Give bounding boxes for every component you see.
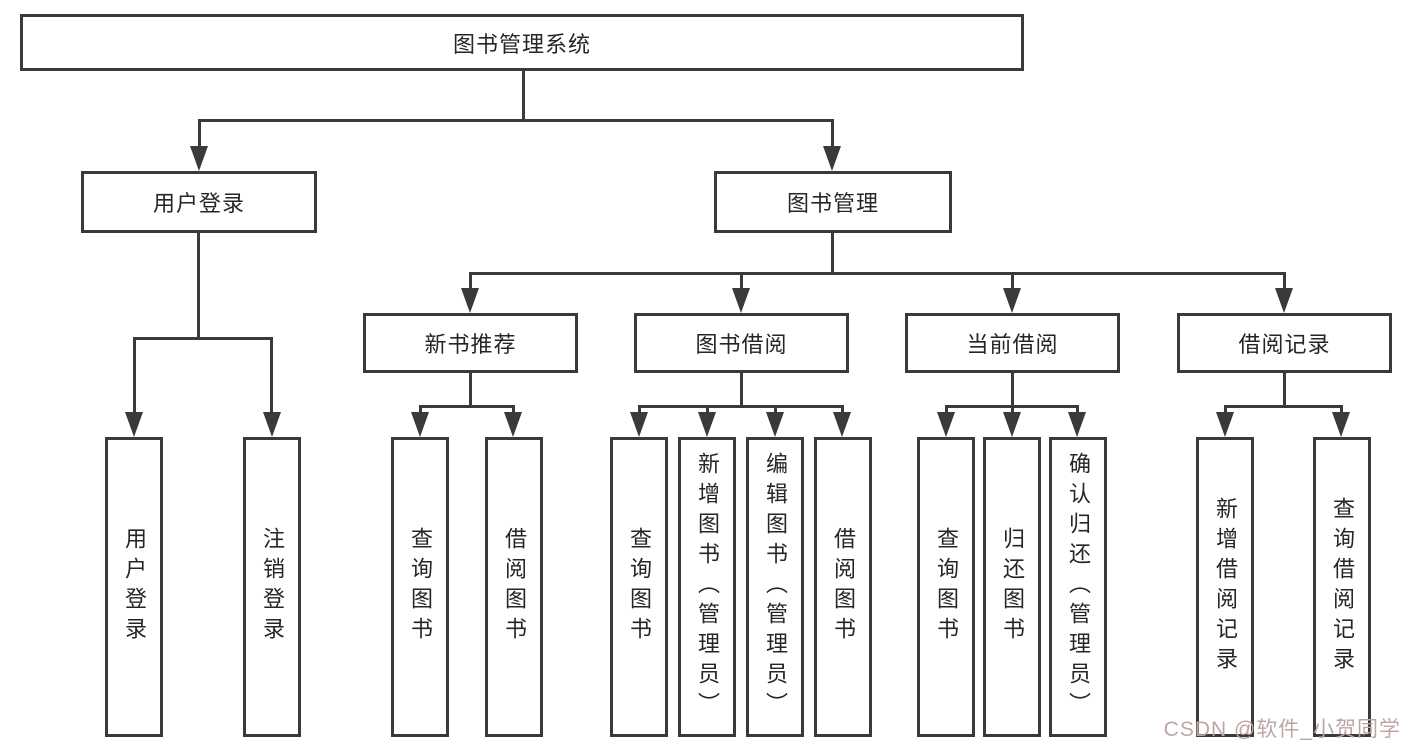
csdn-watermark: CSDN @软件_小贺同学 [1163,718,1401,741]
connector-line [841,405,844,417]
connector-line [945,405,948,417]
connector-line [198,119,834,122]
arrow-down-icon [630,412,648,437]
leaf-cb-confirm-return-label: 确认归还（管理员） [1066,452,1091,722]
connector-line [133,337,273,340]
connector-line [1283,373,1286,405]
arrow-down-icon [698,412,716,437]
connector-line [1224,405,1227,417]
leaf-bb-add-books-box: 新增图书（管理员） [678,437,736,737]
connector-line [469,373,472,405]
leaf-cb-query-books-label: 查询图书 [934,527,959,647]
root-node-box: 图书管理系统 [20,14,1024,71]
connector-line [198,119,201,151]
leaf-br-query-record-box: 查询借阅记录 [1313,437,1371,737]
connector-line [638,405,641,417]
branch-book-management-box: 图书管理 [714,171,952,233]
leaf-br-add-record-box: 新增借阅记录 [1196,437,1254,737]
arrow-down-icon [833,412,851,437]
leaf-nb-borrow-books-box: 借阅图书 [485,437,543,737]
connector-line [197,233,200,337]
leaf-bb-query-books-label: 查询图书 [627,527,652,647]
connector-line [270,337,273,415]
leaf-bb-borrow-books-label: 借阅图书 [831,527,856,647]
leaf-br-add-record-label: 新增借阅记录 [1213,497,1238,677]
connector-line [831,119,834,151]
leaf-bb-edit-books-box: 编辑图书（管理员） [746,437,804,737]
leaf-bb-edit-books-label: 编辑图书（管理员） [763,452,788,722]
leaf-bb-query-books-box: 查询图书 [610,437,668,737]
connector-line [831,233,834,272]
connector-line [1011,405,1014,417]
leaf-cb-return-books-box: 归还图书 [983,437,1041,737]
arrow-down-icon [1216,412,1234,437]
node-book-borrowing-label: 图书借阅 [695,332,788,357]
connector-line [522,71,525,119]
node-current-borrowing-box: 当前借阅 [905,313,1120,373]
connector-line [512,405,515,417]
connector-line [740,373,743,405]
leaf-nb-borrow-books-label: 借阅图书 [502,527,527,647]
arrow-down-icon [190,146,208,171]
connector-line [638,405,844,408]
arrow-down-icon [263,412,281,437]
node-current-borrowing-label: 当前借阅 [966,332,1059,357]
node-book-borrowing-box: 图书借阅 [634,313,849,373]
connector-line [469,272,1286,275]
arrow-down-icon [1003,412,1021,437]
arrow-down-icon [823,146,841,171]
arrow-down-icon [461,288,479,313]
arrow-down-icon [411,412,429,437]
leaf-nb-query-books-label: 查询图书 [408,527,433,647]
leaf-cb-confirm-return-box: 确认归还（管理员） [1049,437,1107,737]
leaf-logout-label: 注销登录 [260,527,285,647]
arrow-down-icon [125,412,143,437]
arrow-down-icon [937,412,955,437]
branch-book-management-label: 图书管理 [786,191,879,216]
connector-line [1011,373,1014,405]
connector-line [706,405,709,417]
node-new-book-recommend-box: 新书推荐 [363,313,578,373]
arrow-down-icon [1332,412,1350,437]
connector-line [774,405,777,417]
connector-line [740,272,743,292]
connector-line [419,405,422,417]
leaf-bb-add-books-label: 新增图书（管理员） [695,452,720,722]
connector-line [1340,405,1343,417]
connector-line [419,405,515,408]
connector-line [1011,272,1014,292]
connector-line [1076,405,1079,417]
leaf-cb-query-books-box: 查询图书 [917,437,975,737]
node-new-book-recommend-label: 新书推荐 [424,332,517,357]
node-borrowing-records-label: 借阅记录 [1238,332,1331,357]
arrow-down-icon [766,412,784,437]
branch-user-login-label: 用户登录 [152,191,245,216]
leaf-cb-return-books-label: 归还图书 [1000,527,1025,647]
arrow-down-icon [1275,288,1293,313]
connector-line [1224,405,1343,408]
leaf-logout-box: 注销登录 [243,437,301,737]
leaf-nb-query-books-box: 查询图书 [391,437,449,737]
root-node-label: 图书管理系统 [452,31,591,57]
leaf-user-login-box: 用户登录 [105,437,163,737]
branch-user-login-box: 用户登录 [81,171,317,233]
arrow-down-icon [732,288,750,313]
connector-line [133,337,136,415]
connector-line [1283,272,1286,292]
leaf-br-query-record-label: 查询借阅记录 [1330,497,1355,677]
arrow-down-icon [504,412,522,437]
leaf-bb-borrow-books-box: 借阅图书 [814,437,872,737]
node-borrowing-records-box: 借阅记录 [1177,313,1392,373]
arrow-down-icon [1068,412,1086,437]
arrow-down-icon [1003,288,1021,313]
leaf-user-login-label: 用户登录 [122,527,147,647]
connector-line [469,272,472,292]
